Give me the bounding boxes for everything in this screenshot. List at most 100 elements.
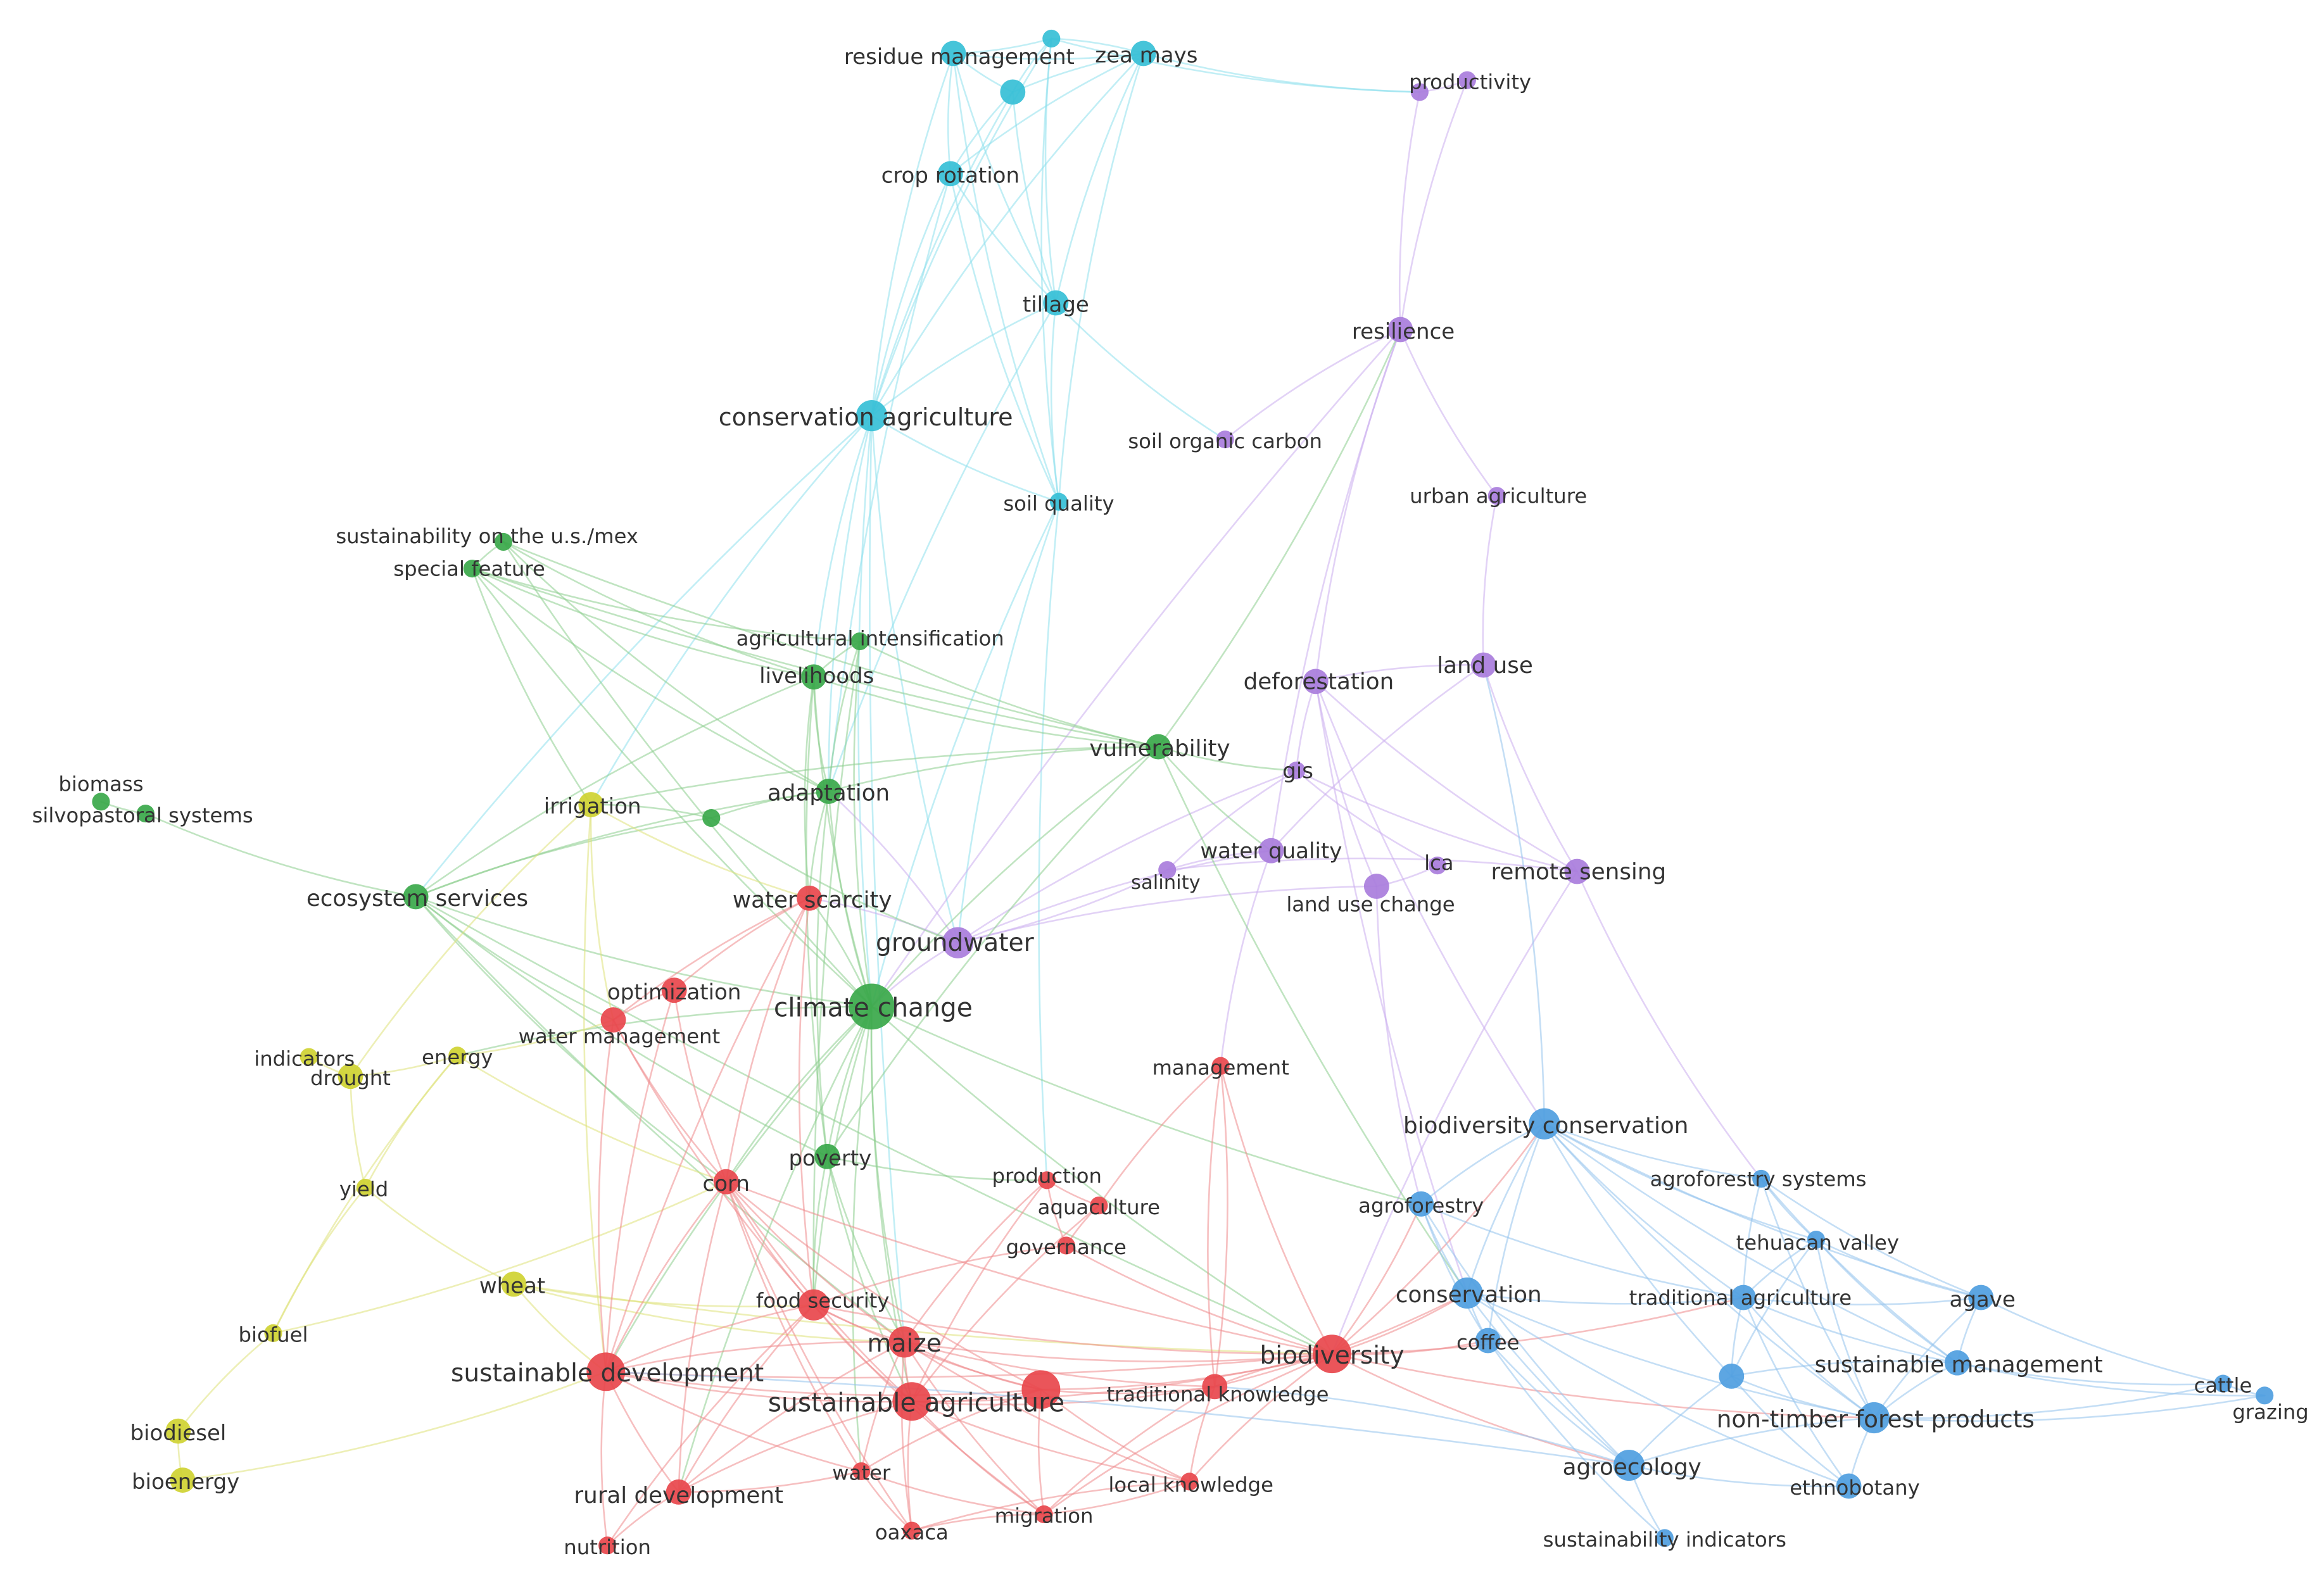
edge-zea-mays-crop-rotation bbox=[949, 53, 1144, 175]
node-irrigation[interactable] bbox=[578, 792, 604, 817]
node-adaptation[interactable] bbox=[816, 778, 842, 804]
node-tillage[interactable] bbox=[1043, 290, 1069, 316]
node-remote-sensing[interactable] bbox=[1564, 858, 1590, 884]
node-aquaculture[interactable] bbox=[1090, 1196, 1108, 1215]
label-production: production bbox=[992, 1164, 1102, 1188]
node-production[interactable] bbox=[1038, 1171, 1056, 1190]
node-purple-a[interactable] bbox=[1458, 71, 1476, 89]
node-indicators[interactable] bbox=[300, 1048, 318, 1066]
node-non-timber-forest-products[interactable] bbox=[1858, 1402, 1890, 1434]
node-sustainable-management[interactable] bbox=[1944, 1350, 1970, 1376]
edge-red-a-water bbox=[860, 1388, 1042, 1473]
node-wheat[interactable] bbox=[501, 1271, 527, 1297]
node-local-knowledge[interactable] bbox=[1180, 1473, 1199, 1491]
node-sustainability-us-mex[interactable] bbox=[494, 532, 513, 551]
node-land-use-change[interactable] bbox=[1363, 874, 1389, 899]
node-sustainability-indicators[interactable] bbox=[1655, 1529, 1674, 1547]
edge-governance-food-security bbox=[812, 1245, 1068, 1306]
label-gis: gis bbox=[1282, 758, 1313, 784]
edge-food-security-biodiversity bbox=[812, 1304, 1333, 1355]
edge-migration-oaxaca bbox=[911, 1513, 1045, 1532]
node-traditional-agriculture[interactable] bbox=[1731, 1284, 1757, 1310]
node-cyan-b[interactable] bbox=[1000, 79, 1026, 105]
edge-biodiversity-agroforestry bbox=[1331, 1203, 1422, 1355]
node-biodiversity[interactable] bbox=[1313, 1335, 1351, 1374]
edge-blue-a-non-timber-forest-products bbox=[1731, 1375, 1875, 1419]
node-maize[interactable] bbox=[888, 1326, 920, 1358]
node-resilience[interactable] bbox=[1387, 317, 1413, 342]
node-yield[interactable] bbox=[356, 1178, 374, 1197]
node-oaxaca[interactable] bbox=[902, 1521, 921, 1540]
node-corn[interactable] bbox=[713, 1169, 739, 1195]
node-conservation[interactable] bbox=[1451, 1277, 1483, 1309]
node-gis[interactable] bbox=[1287, 762, 1306, 780]
node-cyan-a[interactable] bbox=[1042, 29, 1061, 48]
node-agroforestry[interactable] bbox=[1408, 1191, 1434, 1217]
node-water-quality[interactable] bbox=[1258, 838, 1284, 864]
node-biofuel[interactable] bbox=[264, 1324, 282, 1342]
node-sustainable-development[interactable] bbox=[586, 1352, 626, 1391]
node-special-feature[interactable] bbox=[463, 560, 481, 578]
edge-sustainable-agriculture-migration bbox=[911, 1400, 1045, 1516]
node-agroecology[interactable] bbox=[1613, 1449, 1645, 1481]
node-grazing[interactable] bbox=[2256, 1386, 2274, 1405]
label-sustainable-development: sustainable development bbox=[451, 1359, 764, 1388]
node-agricultural-intensification[interactable] bbox=[850, 632, 869, 651]
edge-maize-biodiversity bbox=[903, 1341, 1333, 1362]
edge-traditional-knowledge-management bbox=[1213, 1065, 1228, 1388]
node-ethnobotany[interactable] bbox=[1836, 1473, 1862, 1499]
edge-purple-a-resilience bbox=[1399, 79, 1468, 330]
node-energy[interactable] bbox=[448, 1046, 467, 1065]
node-lca[interactable] bbox=[1428, 857, 1447, 875]
node-crop-rotation[interactable] bbox=[937, 161, 963, 187]
node-traditional-knowledge[interactable] bbox=[1202, 1374, 1228, 1400]
node-biodiesel[interactable] bbox=[165, 1418, 191, 1444]
node-optimization[interactable] bbox=[661, 977, 687, 1003]
node-green-a[interactable] bbox=[702, 809, 721, 827]
node-climate-change[interactable] bbox=[849, 983, 895, 1030]
edge-special-feature-adaptation bbox=[471, 567, 830, 793]
node-migration[interactable] bbox=[1035, 1505, 1053, 1524]
node-soil-quality[interactable] bbox=[1049, 493, 1068, 511]
node-bioenergy[interactable] bbox=[170, 1467, 196, 1493]
node-residue-management[interactable] bbox=[940, 41, 966, 66]
node-water-scarcity[interactable] bbox=[797, 885, 822, 911]
node-management[interactable] bbox=[1211, 1057, 1230, 1075]
node-coffee[interactable] bbox=[1475, 1328, 1501, 1353]
node-vulnerability[interactable] bbox=[1146, 734, 1171, 760]
node-nutrition[interactable] bbox=[598, 1536, 617, 1555]
node-deforestation[interactable] bbox=[1303, 669, 1329, 694]
node-food-security[interactable] bbox=[798, 1289, 830, 1321]
node-agave[interactable] bbox=[1968, 1284, 1994, 1310]
node-biodiversity-conservation[interactable] bbox=[1529, 1108, 1560, 1140]
node-drought[interactable] bbox=[338, 1064, 363, 1090]
node-soil-organic-carbon[interactable] bbox=[1216, 430, 1234, 449]
node-cattle[interactable] bbox=[2214, 1374, 2232, 1393]
node-livelihoods[interactable] bbox=[801, 664, 827, 690]
edge-water-quality-groundwater bbox=[957, 850, 1272, 944]
edge-agave-cattle bbox=[1980, 1297, 2224, 1385]
label-oaxaca: oaxaca bbox=[875, 1520, 949, 1544]
node-sustainable-agriculture[interactable] bbox=[892, 1382, 931, 1421]
node-groundwater[interactable] bbox=[942, 927, 974, 958]
node-governance[interactable] bbox=[1057, 1236, 1075, 1255]
node-water[interactable] bbox=[852, 1462, 871, 1481]
node-urban-agriculture[interactable] bbox=[1487, 487, 1506, 505]
edge-land-use-water-quality bbox=[1270, 664, 1484, 852]
node-biomass[interactable] bbox=[92, 793, 110, 811]
node-tehuacan-valley[interactable] bbox=[1807, 1231, 1826, 1249]
node-rural-development[interactable] bbox=[666, 1479, 692, 1505]
node-agroforestry-systems[interactable] bbox=[1752, 1169, 1771, 1188]
node-conservation-agriculture[interactable] bbox=[856, 399, 888, 432]
node-water-management[interactable] bbox=[600, 1007, 626, 1033]
node-ecosystem-services[interactable] bbox=[403, 884, 429, 910]
node-red-a[interactable] bbox=[1021, 1370, 1061, 1409]
node-zea-mays[interactable] bbox=[1130, 41, 1156, 66]
node-blue-a[interactable] bbox=[1719, 1363, 1745, 1389]
node-land-use[interactable] bbox=[1470, 652, 1496, 678]
node-salinity[interactable] bbox=[1158, 861, 1177, 879]
node-productivity[interactable] bbox=[1410, 83, 1429, 101]
label-livelihoods: livelihoods bbox=[759, 663, 874, 689]
node-poverty[interactable] bbox=[814, 1143, 840, 1169]
node-silvopastoral-systems[interactable] bbox=[136, 805, 155, 823]
